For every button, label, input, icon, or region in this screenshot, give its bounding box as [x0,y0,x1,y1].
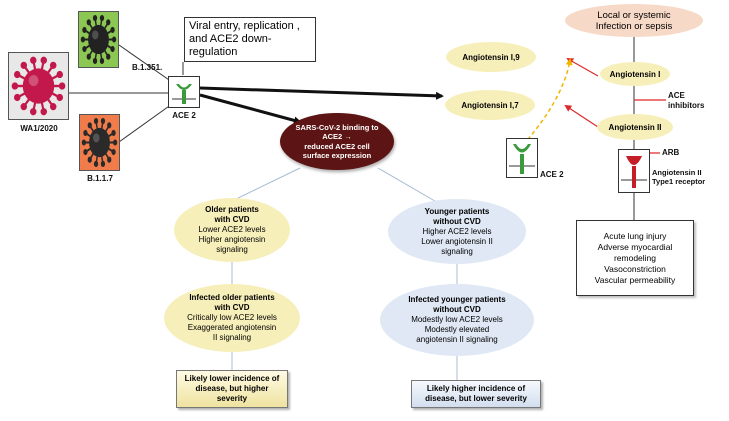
virus-b117-label: B.1.1.7 [87,174,113,183]
infected-older-detail: Critically low ACE2 levels [187,313,277,322]
older-detail: Lower ACE2 levels [198,225,266,234]
binding-line: reduced ACE2 cell [304,141,370,151]
ace2-receptor-box [168,76,200,108]
ace-inhibitors-label: ACE inhibitors [668,91,718,111]
angiotensin-19-node: Angiotensin I,9 [446,42,536,72]
binding-line: ACE2 → [322,132,352,141]
older-with-cvd-node: Older patients with CVD Lower ACE2 level… [174,198,290,262]
effects-line: Vascular permeability [594,274,676,285]
viral-entry-box: Viral entry, replication , and ACE2 down… [184,17,316,62]
outcome-younger-line: disease, but lower severity [425,394,527,403]
infection-line: Infection or sepsis [595,20,673,32]
infected-younger-detail: angiotensin II signaling [416,335,498,344]
infection-line: Local or systemic [597,9,671,21]
infected-younger-detail: Modestly elevated [424,325,490,334]
infected-older-detail: II signaling [212,333,252,342]
angiotensin-17-label: Angiotensin I,7 [461,100,519,110]
ace2-right-label: ACE 2 [540,170,564,179]
angiotensin-2-label: Angiotensin II [608,122,662,132]
infected-younger-title: without CVD [433,305,481,314]
infected-older-detail: Exaggerated angiotensin [187,323,277,332]
viral-entry-text: Viral entry, replication , and ACE2 down… [185,20,300,59]
outcome-older-line: disease, but higher [195,384,269,393]
infected-older-title: with CVD [214,303,250,312]
infected-older-title: Infected older patients [189,293,275,302]
arb-label: ARB [662,148,680,157]
angiotensin-17-node: Angiotensin I,7 [445,90,535,120]
ace2-right-box [506,138,538,178]
effects-line: Acute lung injury [603,230,667,241]
viral-entry-line: Viral entry, replication , [189,20,300,32]
ace-inhibitors-line: inhibitors [668,101,705,110]
at1-receptor-line: Angiotensin II [652,168,702,177]
viral-entry-line: regulation [189,46,238,58]
ace2-main-label: ACE 2 [172,111,196,120]
infected-younger-node: Infected younger patients without CVD Mo… [380,284,534,356]
at1-receptor-label: Angiotensin II Type1 receptor [652,168,724,186]
outcome-older-box: Likely lower incidence of disease, but h… [176,370,288,408]
younger-detail: Higher ACE2 levels [422,226,492,236]
outcome-older-line: Likely lower incidence of [184,374,280,383]
virus-wa1-label: WA1/2020 [20,124,58,133]
link-b1351-ace2 [118,44,173,83]
effects-line: Adverse myocardial [597,241,673,252]
effects-box: Acute lung injury Adverse myocardial rem… [576,220,694,296]
virus-b117-tile [79,114,120,171]
angiotensin-1-label: Angiotensin I [609,69,661,79]
arrow-ace2-to-angiotensin [199,86,444,100]
arrow-ace2-to-binding [199,93,302,125]
angiotensin-2-node: Angiotensin II [597,114,673,140]
link-binding-older [229,167,301,203]
younger-title: Younger patients [424,206,490,216]
ace-inhibitors-line: ACE [668,91,685,100]
at1-receptor-box [618,149,650,193]
effects-line: Vasoconstriction [604,263,666,274]
outcome-older-line: severity [216,394,248,403]
ace2-right-icon [507,139,537,177]
arrow-angII-to-ang17 [564,104,599,128]
virus-b1351-tile [78,11,119,68]
link-b117-ace2 [118,103,173,143]
infected-older-node: Infected older patients with CVD Critica… [164,284,300,352]
angiotensin-19-label: Angiotensin I,9 [462,52,520,62]
link-binding-younger [377,167,441,205]
arrow-angI-to-ang19 [566,58,599,77]
younger-detail: Lower angiotensin II [421,236,493,246]
binding-line: surface expression [302,151,372,160]
ace2-receptor-icon [170,78,198,106]
outcome-younger-line: Likely higher incidence of [426,384,526,393]
dashed-ace2-conversion [522,58,573,146]
binding-node: SARS-CoV-2 binding to ACE2 → reduced ACE… [280,113,394,170]
younger-without-cvd-node: Younger patients without CVD Higher ACE2… [388,199,526,264]
older-detail: signaling [216,245,248,254]
older-title: with CVD [214,215,250,224]
at1-receptor-icon [619,150,649,192]
virus-b1351-label: B.1.351. [132,63,163,72]
younger-title: without CVD [433,216,481,226]
effects-line: remodeling [613,252,657,263]
virus-wa1-tile [8,52,69,120]
infected-younger-detail: Modestly low ACE2 levels [411,315,503,324]
virus-wa1-icon [9,53,68,119]
at1-receptor-line: Type1 receptor [652,177,706,186]
viral-entry-line: and ACE2 down- [189,33,272,45]
older-title: Older patients [205,205,259,214]
outcome-younger-box: Likely higher incidence of disease, but … [411,380,541,408]
binding-line: SARS-CoV-2 binding to [295,122,379,132]
virus-b117-icon [80,115,119,170]
infection-node: Local or systemic Infection or sepsis [565,4,703,37]
older-detail: Higher angiotensin [198,235,266,244]
virus-b1351-icon [79,12,118,67]
angiotensin-1-node: Angiotensin I [600,62,670,86]
infected-younger-title: Infected younger patients [408,295,506,304]
younger-detail: signaling [441,246,473,256]
